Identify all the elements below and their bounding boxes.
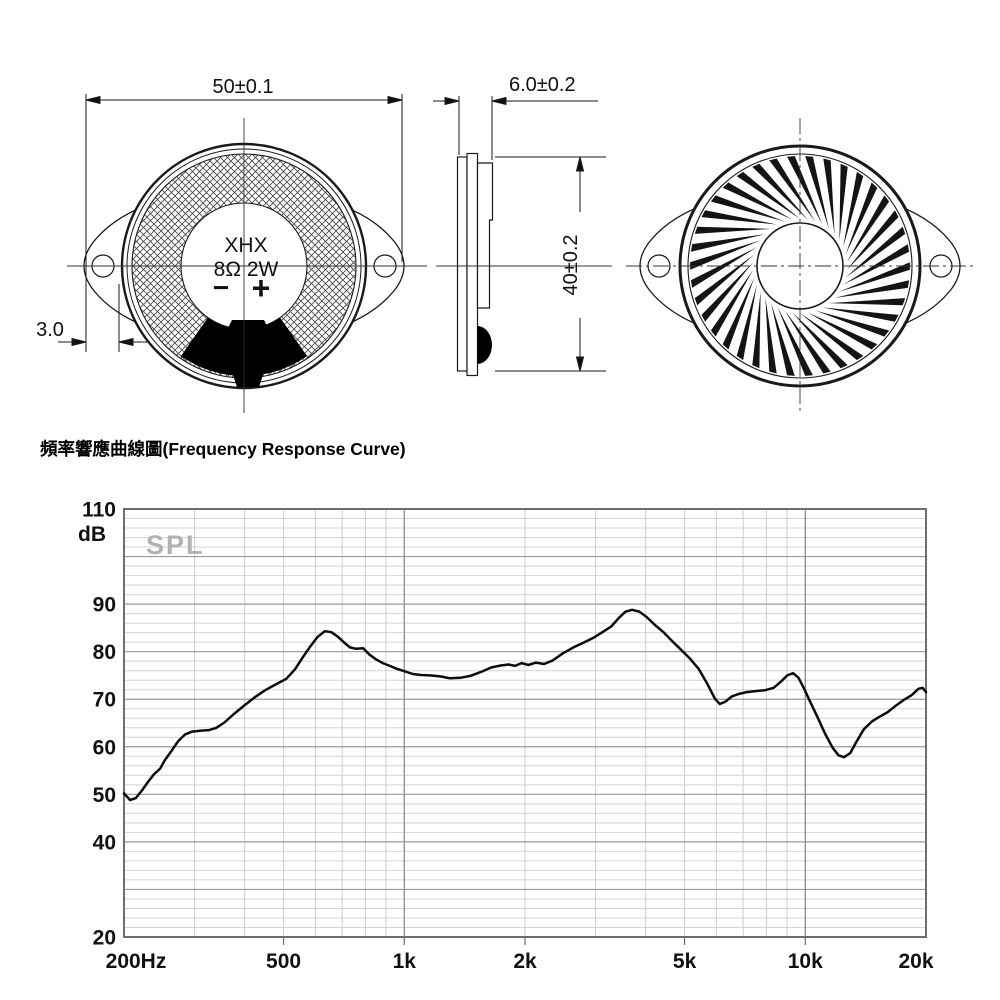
fin <box>769 158 816 222</box>
y-axis-label: 80 <box>93 641 116 664</box>
fin <box>845 226 906 278</box>
x-axis-label: 2k <box>513 950 537 973</box>
section-title: 頻率響應曲線圖(Frequency Response Curve) <box>40 439 406 459</box>
fin <box>815 310 890 337</box>
side-magnet-profile <box>476 162 494 309</box>
y-axis-label: 70 <box>93 689 116 712</box>
y-axis-unit-label: dB <box>78 523 106 546</box>
frequency-response-chart: 200Hz 500 1k 2k 5k 10k 20k 110 90 80 70 60 50 40 20 dB S… <box>78 499 934 974</box>
front-dimensions: 50±0.1 3.0 <box>36 76 403 352</box>
y-axis-label: 90 <box>93 594 116 617</box>
x-axis-label: 500 <box>266 950 301 973</box>
fin <box>828 298 906 306</box>
terminal-bottom-tab <box>230 366 266 387</box>
arrowhead <box>444 96 460 106</box>
side-terminal-blob <box>477 326 492 364</box>
x-axis-label: 1k <box>393 950 417 973</box>
dim-ear-offset-label: 3.0 <box>36 319 64 341</box>
fin <box>799 313 864 361</box>
fin <box>710 195 785 222</box>
radial-fins <box>690 156 910 376</box>
arrowhead <box>575 356 585 372</box>
side-cone-profile <box>456 156 468 372</box>
y-axis-label: 110 <box>82 499 116 522</box>
fin <box>846 195 890 263</box>
brand-label: XHX <box>224 234 267 257</box>
y-axis-label: 60 <box>93 736 116 759</box>
dim-depth-label: 6.0±0.2 <box>509 74 576 96</box>
fin <box>690 234 766 252</box>
y-axis-label: 40 <box>93 831 116 854</box>
fin <box>771 303 795 376</box>
spl-watermark: SPL <box>146 530 205 560</box>
fin <box>843 244 910 285</box>
terminal-plus-label: + <box>252 270 271 306</box>
fin <box>736 284 757 361</box>
arrowhead <box>387 95 403 105</box>
x-axis-label: 20k <box>898 950 933 973</box>
fin <box>846 210 899 270</box>
arrowhead <box>71 337 87 347</box>
fin <box>752 163 808 220</box>
fin <box>694 226 772 234</box>
x-axis-label: 200Hz <box>106 950 167 973</box>
arrowhead <box>118 337 134 347</box>
fin <box>777 307 813 376</box>
fin <box>701 210 778 225</box>
fin <box>722 182 793 220</box>
spl-curve <box>122 608 928 802</box>
fin <box>765 297 777 374</box>
fin <box>752 291 761 369</box>
y-axis-label: 50 <box>93 784 116 807</box>
fin <box>834 280 910 298</box>
fin <box>690 247 757 288</box>
fin <box>823 158 835 235</box>
fin <box>787 156 823 225</box>
arrowhead <box>575 156 585 172</box>
dim-width-label: 50±0.1 <box>212 76 273 98</box>
fin <box>839 262 910 292</box>
x-axis-label: 5k <box>673 950 697 973</box>
x-axis-label: 10k <box>788 950 823 973</box>
fin <box>845 182 878 255</box>
y-axis-label: 20 <box>93 927 116 950</box>
back-view <box>626 118 976 414</box>
arrowhead <box>85 95 101 105</box>
arrowhead <box>491 96 507 106</box>
front-view: XHX 8Ω 2W − + <box>67 118 427 413</box>
fin <box>701 262 754 322</box>
dim-height-label: 40±0.2 <box>560 234 582 295</box>
spec-label: 8Ω 2W <box>214 258 279 281</box>
fin <box>792 312 848 369</box>
side-frame-profile <box>466 152 479 377</box>
fin <box>722 277 755 350</box>
side-view: 6.0±0.2 40±0.2 <box>433 74 612 377</box>
fin <box>736 171 801 219</box>
fin <box>784 310 831 374</box>
fin <box>694 254 755 306</box>
fin <box>710 269 754 337</box>
fin <box>822 307 899 322</box>
fin <box>805 156 829 229</box>
fin <box>839 163 848 241</box>
fin <box>690 240 761 270</box>
fin <box>807 312 878 350</box>
fin <box>843 171 864 248</box>
terminal-minus-label: − <box>213 272 229 303</box>
terminal-block-bump <box>226 320 270 332</box>
